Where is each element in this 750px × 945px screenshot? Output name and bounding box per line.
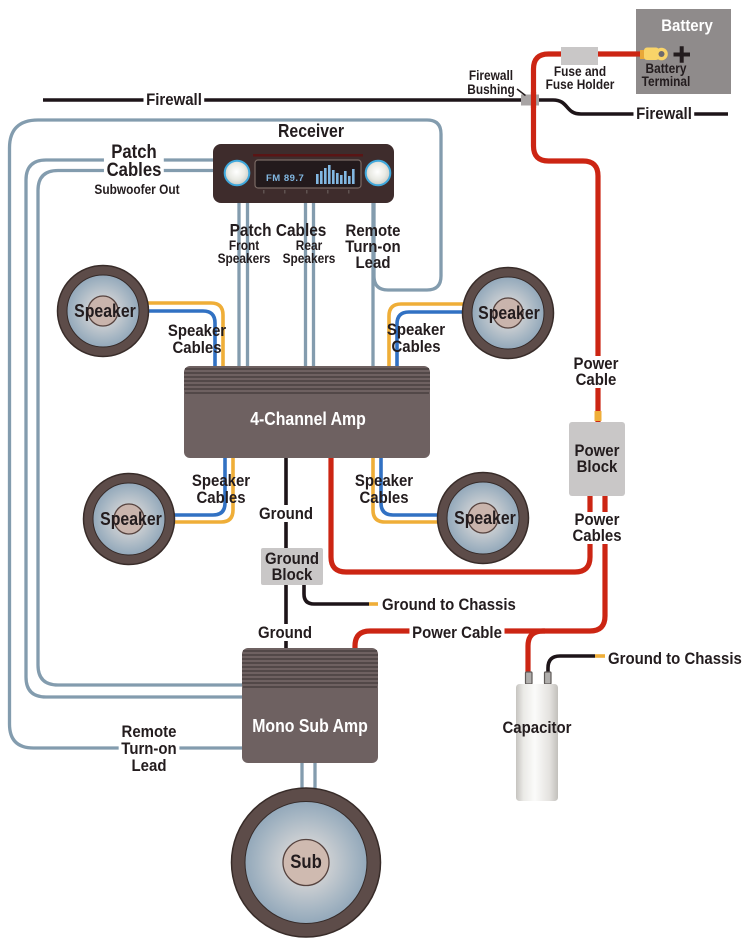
svg-text:FM 89.7: FM 89.7 [266, 173, 304, 184]
